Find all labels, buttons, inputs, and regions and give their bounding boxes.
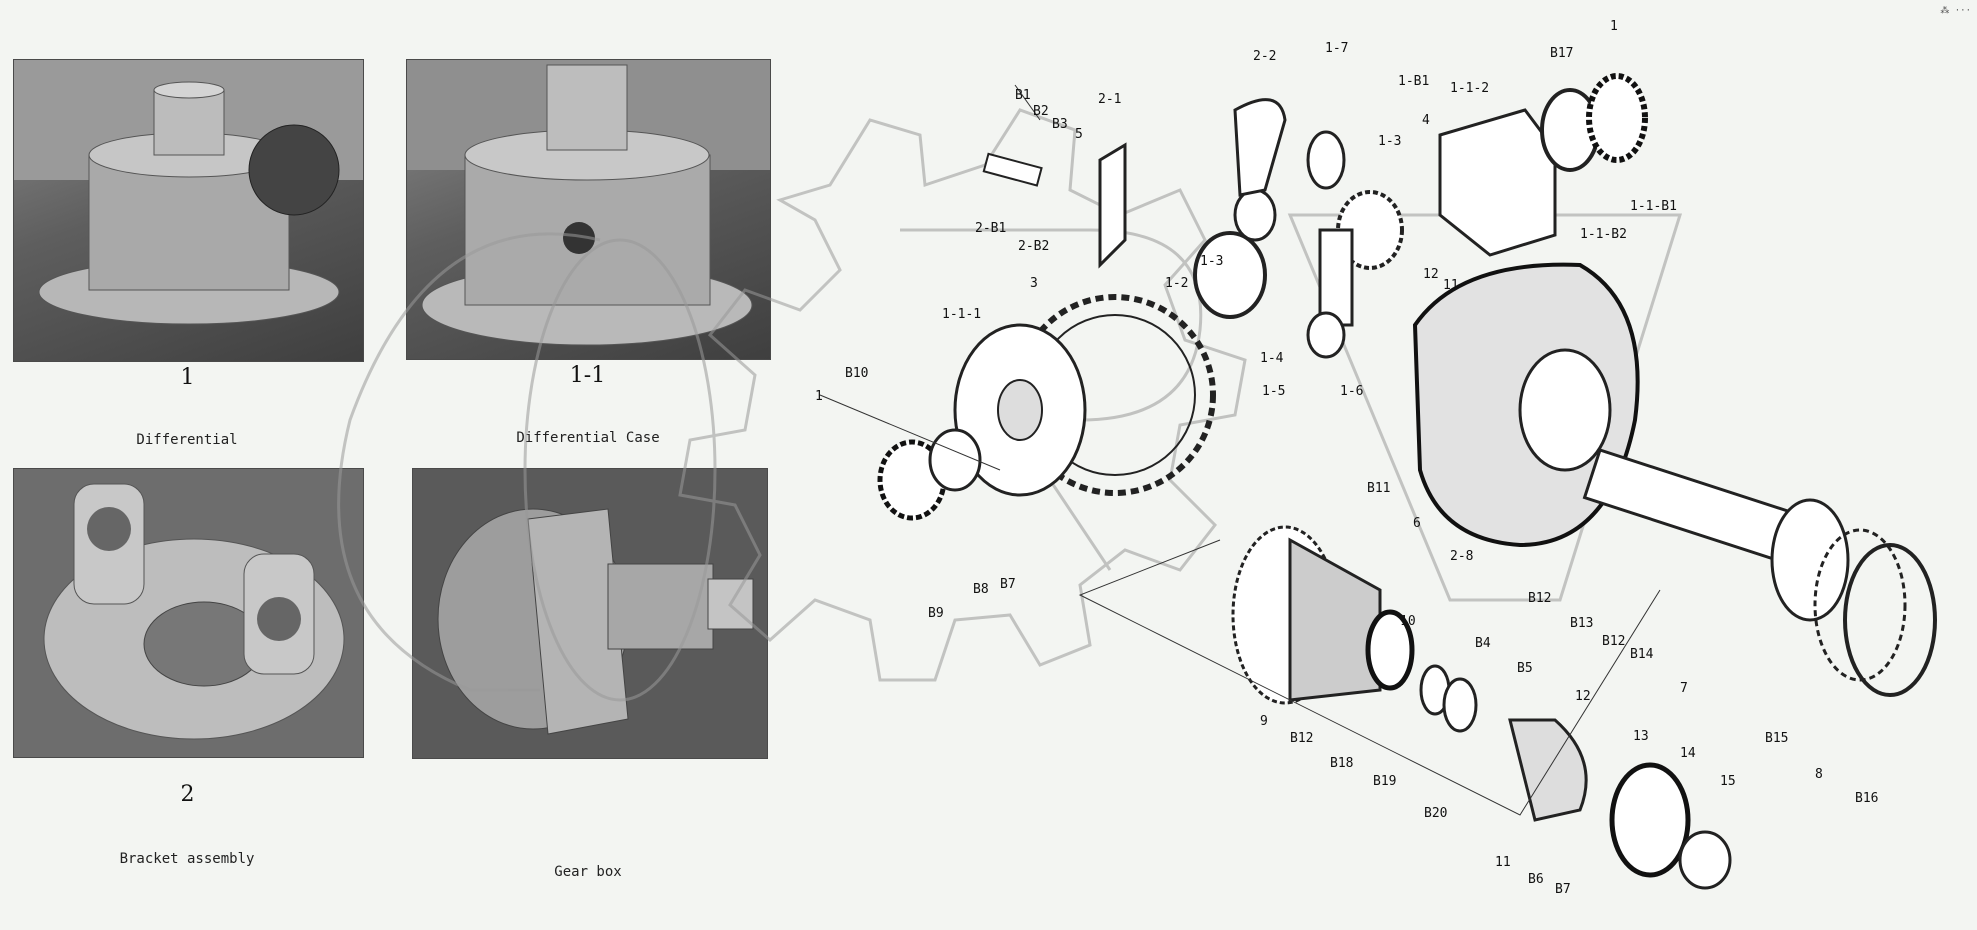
callout-1-3-mid: 1-3 [1200,254,1223,269]
part-spider-gears [1193,130,1404,359]
callout-b17: B17 [1550,46,1573,61]
photo-caption-differential-case: Differential Case [516,430,660,446]
photo-differential-case [406,59,771,360]
part-axle-housing [1412,262,1937,697]
callout-2-1: 2-1 [1098,92,1121,107]
callout-b2: B2 [1033,104,1049,119]
callout-b14: B14 [1630,647,1654,662]
callout-1-b1: 1-B1 [1398,74,1429,89]
callout-b1: B1 [1015,88,1031,103]
differential-case-photo-graphic [407,60,770,346]
photo-number-differential: 1 [180,365,195,390]
callout-3: 3 [1030,276,1038,291]
callout-b19: B19 [1373,774,1396,789]
photo-gear-box [412,468,768,759]
photo-differential [13,59,364,362]
photo-caption-gear-box: Gear box [554,864,622,880]
callout-15: 15 [1720,774,1736,789]
callout-1-1-b2: 1-1-B2 [1580,227,1627,242]
leader-lines [819,84,1661,816]
photo-number-bracket-assembly: 2 [180,782,195,807]
callout-b13: B13 [1570,616,1593,631]
callout-2-2: 2-2 [1253,49,1276,64]
callout-b10: B10 [845,366,868,381]
differential-photo-graphic [14,60,363,325]
callout-b9: B9 [928,606,944,621]
part-bearing-left [877,428,982,521]
callout-b16: B16 [1855,791,1878,806]
callout-1-3-top: 1-3 [1378,134,1401,149]
callout-11-bottom: 11 [1495,855,1511,870]
callout-b15: B15 [1765,731,1788,746]
callout-11-top: 11 [1443,278,1459,293]
callout-1-4: 1-4 [1260,351,1284,366]
callout-7: 7 [1680,681,1688,696]
callout-1-5: 1-5 [1262,384,1285,399]
callout-labels: 1 2-2 1-7 1-B1 1-1-2 B17 1 B1 B2 B3 5 2-… [815,19,1878,897]
callout-2-8: 2-8 [1450,549,1473,564]
gear-box-photo-graphic [413,469,767,758]
callout-b5: B5 [1517,661,1533,676]
part-reduction-housing [1231,525,1732,890]
callout-b7-bottom: B7 [1555,882,1571,897]
callout-1-7: 1-7 [1325,41,1348,56]
callout-b3: B3 [1052,117,1068,132]
callout-5: 5 [1075,127,1083,142]
callout-1-left: 1 [815,389,823,404]
callout-8: 8 [1815,767,1823,782]
callout-b12-c: B12 [1290,731,1313,746]
callout-6: 6 [1413,516,1421,531]
bracket-assembly-photo-graphic [14,469,363,757]
callout-2-b1: 2-B1 [975,221,1006,236]
callout-2-b2: 2-B2 [1018,239,1049,254]
callout-1-6: 1-6 [1340,384,1363,399]
part-brackets [982,98,1287,269]
callout-14: 14 [1680,746,1696,761]
callout-1-2: 1-2 [1165,276,1188,291]
callout-b12-a: B12 [1528,591,1551,606]
callout-1-top: 1 [1610,19,1618,34]
callout-12-top: 12 [1423,267,1439,282]
photo-caption-bracket-assembly: Bracket assembly [119,851,255,867]
callout-b11: B11 [1367,481,1390,496]
callout-1-1-2: 1-1-2 [1450,81,1489,96]
callout-b7-left: B7 [1000,577,1016,592]
callout-b4: B4 [1475,636,1491,651]
callout-b12-b: B12 [1602,634,1625,649]
callout-1-1-1: 1-1-1 [942,307,981,322]
callout-10: 10 [1400,614,1416,629]
callout-1-1-b1: 1-1-B1 [1630,199,1677,214]
callout-9: 9 [1260,714,1268,729]
photo-bracket-assembly [13,468,364,758]
corner-mark: ⁂ ··· [1940,6,1971,16]
part-case-half [953,323,1087,497]
part-case-right [1438,73,1648,257]
callout-b8: B8 [973,582,989,597]
callout-b18: B18 [1330,756,1353,771]
callout-4: 4 [1422,113,1430,128]
callout-b20: B20 [1424,806,1447,821]
callout-12-bottom: 12 [1575,689,1591,704]
photo-number-differential-case: 1-1 [569,363,606,388]
callout-13: 13 [1633,729,1649,744]
callout-b6: B6 [1528,872,1544,887]
photo-caption-differential: Differential [136,432,238,448]
